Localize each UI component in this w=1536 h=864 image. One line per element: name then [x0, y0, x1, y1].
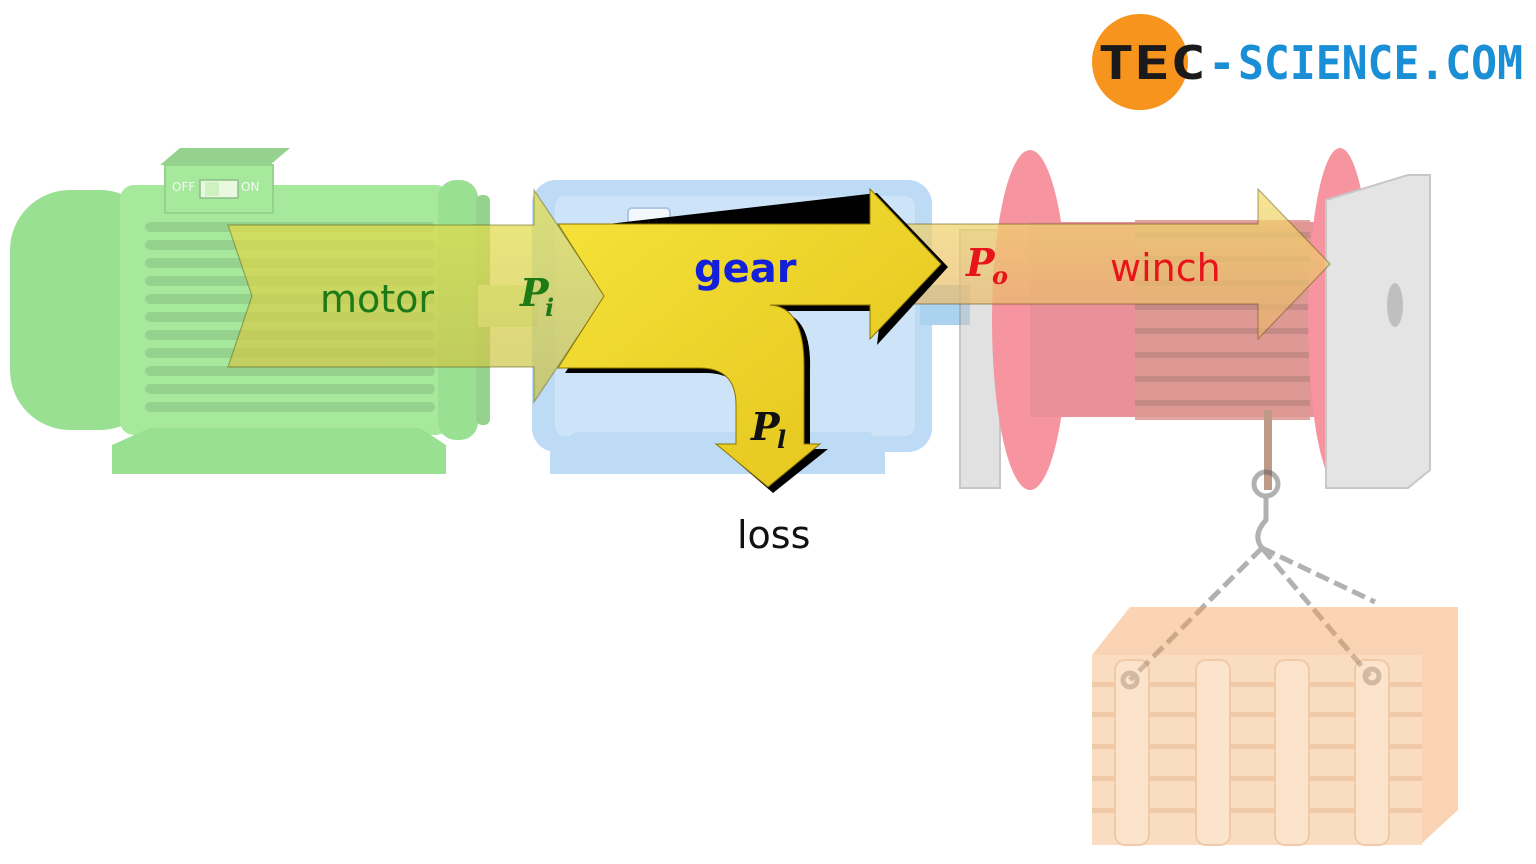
input-power-symbol-main: P [519, 270, 550, 315]
logo-circle [1092, 14, 1188, 110]
gear-power-arrow [557, 187, 942, 488]
output-power-symbol-main: P [965, 240, 996, 285]
input-power-arrow [227, 188, 606, 404]
gear-label: gear [694, 246, 797, 292]
switch-on-label: ON [241, 180, 259, 194]
loss-power-symbol-sub: l [777, 425, 786, 454]
output-power-symbol: P o [965, 240, 1008, 290]
winch-label: winch [1110, 246, 1221, 290]
hook-and-chains [1120, 469, 1382, 690]
tec-science-logo: TEC - SCIENCE.COM [1092, 14, 1523, 110]
loss-power-symbol-main: P [750, 404, 781, 449]
loss-power-symbol: P l [750, 404, 786, 454]
logo-text-dash: - [1208, 36, 1236, 90]
winch-machine [959, 148, 1431, 490]
input-power-symbol: P i [519, 270, 554, 322]
switch-off-label: OFF [172, 180, 195, 194]
output-power-symbol-sub: o [992, 261, 1008, 290]
logo-text-science: SCIENCE.COM [1238, 36, 1523, 90]
logo-text-tec: TEC [1098, 36, 1206, 90]
loss-label: loss [737, 513, 810, 557]
motor-label: motor [320, 277, 434, 321]
input-power-symbol-sub: i [545, 293, 554, 322]
wooden-crate [1092, 607, 1458, 846]
output-power-arrow [899, 187, 1331, 341]
